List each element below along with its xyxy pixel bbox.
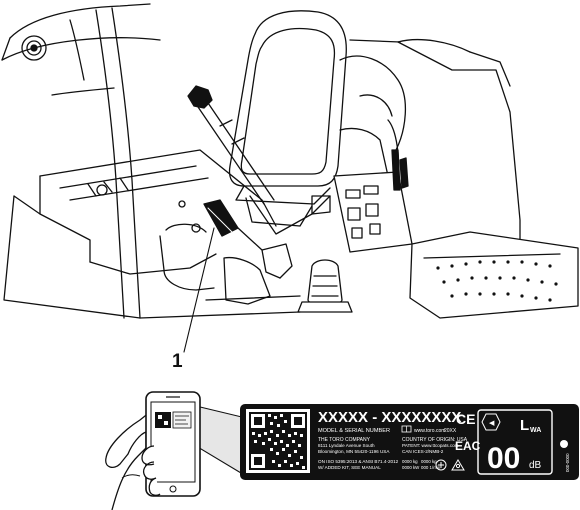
qr-code <box>246 409 310 473</box>
patent-text: PATENT: www.ttcopats.com <box>402 443 459 448</box>
decal-dot <box>560 440 568 448</box>
side-part-number: 000-0000 <box>565 453 570 472</box>
year-placeholder: 20XX <box>444 428 457 434</box>
control-console <box>333 149 413 253</box>
operator-seat <box>228 10 347 227</box>
address-line-2: Bloomington, MN 55420-1196 USA <box>318 449 390 454</box>
rpm-value: 000 1/min <box>421 465 441 470</box>
joystick <box>297 259 353 313</box>
speaker-icon: ◀ <box>489 420 495 427</box>
website-url: www.toro.com <box>414 428 445 434</box>
added-kit-text: W/ ADDED KIT, SEE MANUAL <box>318 465 381 470</box>
serial-number-decal: XXXXX - XXXXXXXX MODEL & SERIAL NUMBER w… <box>240 404 579 480</box>
model-serial-placeholder: XXXXX - XXXXXXXX <box>318 409 461 426</box>
recycle-triangle-icon <box>451 459 465 471</box>
can-ices-text: CAN ICES-2/NMB-2 <box>402 449 444 454</box>
country-of-origin: COUNTRY OF ORIGIN: USA <box>402 437 468 443</box>
engine-cover-emblem <box>21 35 47 61</box>
machine-drawing <box>1 3 579 353</box>
floor-platform <box>409 231 579 319</box>
weight-value-1: 0000 kg <box>402 459 418 464</box>
eac-mark: EAC <box>455 439 481 453</box>
address-line-1: 8111 Lyndale Avenue South <box>318 443 375 448</box>
power-value: 0000 kW <box>402 465 420 470</box>
manual-book-icon <box>401 425 412 433</box>
sound-subscript: WA <box>530 427 541 434</box>
ce-mark: CE <box>456 411 475 427</box>
seat-support-linkage <box>187 85 331 235</box>
callout-leader-line <box>183 227 215 353</box>
sound-value: 00 <box>487 442 520 475</box>
model-serial-label: MODEL & SERIAL NUMBER <box>318 428 390 434</box>
sound-power-label: ◀ L WA 00 dB <box>477 409 553 475</box>
smartphone <box>145 391 201 497</box>
sound-symbol: L <box>520 417 529 434</box>
callout-number: 1 <box>172 351 183 372</box>
smartphone-scanning-hand <box>105 391 247 510</box>
company-name: THE TORO COMPANY <box>318 437 371 443</box>
serial-plate-bracket <box>203 199 293 279</box>
certification-symbol-icon <box>435 459 447 471</box>
sound-unit: dB <box>529 460 542 471</box>
iso-standard-text: ON ISO 5395:2013 & ANSI B71.4-2012 <box>318 459 399 464</box>
weight-value-2: 0000 kg <box>421 459 437 464</box>
